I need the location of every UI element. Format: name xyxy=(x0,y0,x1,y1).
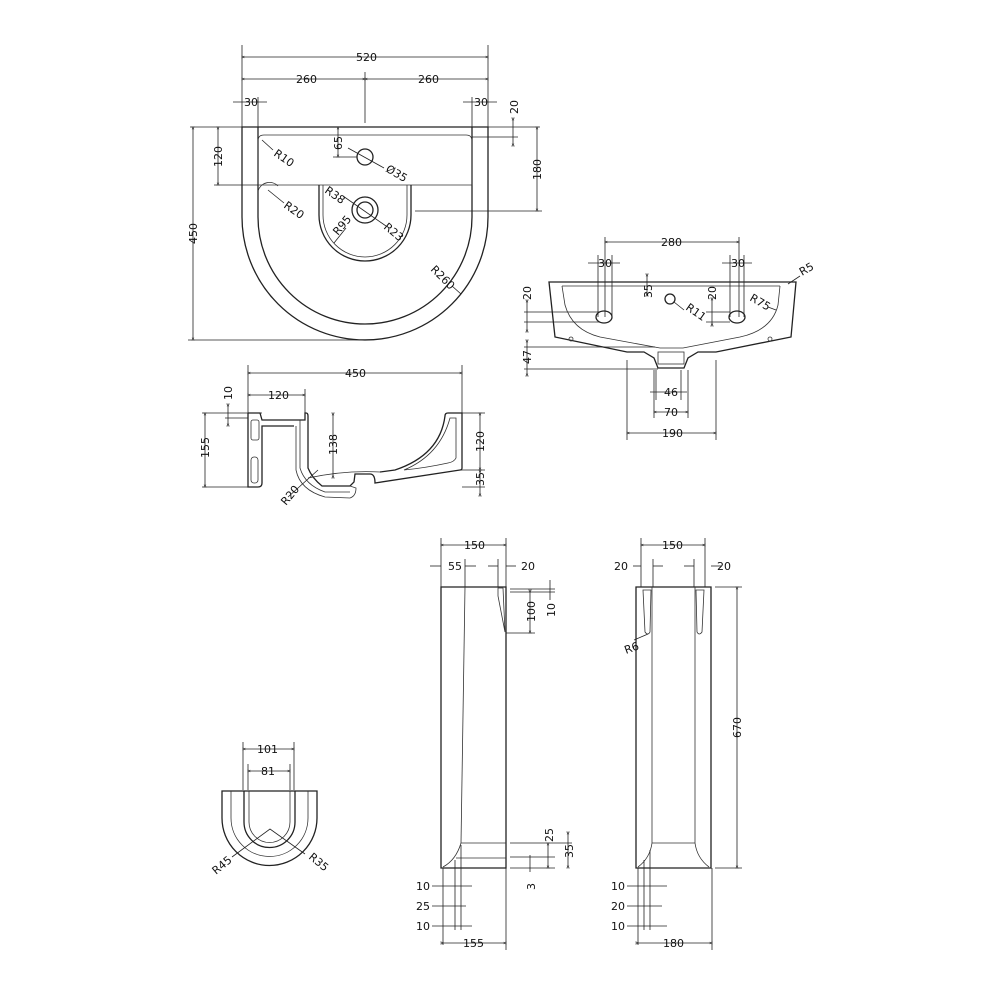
dim-150: 150 xyxy=(464,539,485,552)
waste-outer xyxy=(351,196,379,224)
dim-520: 520 xyxy=(356,51,377,64)
dim-r5: R5 xyxy=(797,260,816,279)
pedestal-plan-outline xyxy=(221,790,318,867)
dim-r38: R38 xyxy=(322,184,347,207)
dim-30-left: 30 xyxy=(598,257,612,270)
dim-65: 65 xyxy=(332,136,345,150)
dim-46: 46 xyxy=(664,386,678,399)
dim-bottom-20: 20 xyxy=(611,900,625,913)
dim-120-right: 120 xyxy=(474,431,487,452)
dim-r20: R20 xyxy=(281,199,306,222)
dim-r10: R10 xyxy=(271,147,296,170)
dim-20-left: 20 xyxy=(521,286,534,300)
dim-81: 81 xyxy=(261,765,275,778)
dim-101: 101 xyxy=(257,743,278,756)
dim-bottom-10-b: 10 xyxy=(416,920,430,933)
basin-top-view: 520 260 260 30 30 20 180 120 450 65 R10 … xyxy=(187,45,544,341)
dim-180: 180 xyxy=(531,159,544,180)
dim-r6: R6 xyxy=(623,640,641,657)
dim-260-left: 260 xyxy=(296,73,317,86)
dim-25: 25 xyxy=(543,828,556,842)
basin-shelf xyxy=(257,134,473,186)
dim-bottom-10-a: 10 xyxy=(416,880,430,893)
bowl-outline xyxy=(318,185,412,262)
dim-20-right: 20 xyxy=(706,286,719,300)
dim-35: 35 xyxy=(563,844,576,858)
dim-20: 20 xyxy=(508,100,521,114)
basin-front-view: 280 30 30 R5 35 R11 20 20 R75 47 46 70 1… xyxy=(521,236,816,440)
dim-30-right: 30 xyxy=(474,96,488,109)
dim-47: 47 xyxy=(521,350,534,364)
pedestal-front-view: 150 20 20 R6 670 10 20 10 180 xyxy=(611,538,744,950)
dim-3: 3 xyxy=(525,883,538,890)
dim-260-right: 260 xyxy=(418,73,439,86)
dim-bottom-25: 25 xyxy=(416,900,430,913)
pedestal-side-outline xyxy=(440,586,507,869)
dim-120: 120 xyxy=(212,146,225,167)
dim-10: 10 xyxy=(545,603,558,617)
basin-inner-rim xyxy=(257,127,473,325)
dim-30-right: 30 xyxy=(731,257,745,270)
dim-10: 10 xyxy=(222,386,235,400)
dim-180: 180 xyxy=(663,937,684,950)
tap-hole-front xyxy=(664,293,676,305)
dim-r11: R11 xyxy=(683,301,708,324)
dim-100: 100 xyxy=(525,601,538,622)
dim-280: 280 xyxy=(661,236,682,249)
pedestal-side-view: 150 55 20 100 10 25 35 3 10 25 10 155 xyxy=(416,538,576,950)
pedestal-front-outline xyxy=(635,586,712,869)
dim-70: 70 xyxy=(664,406,678,419)
basin-outline xyxy=(241,126,489,341)
dim-155: 155 xyxy=(199,437,212,458)
dim-35: 35 xyxy=(474,472,487,486)
pedestal-plan-view: 101 81 R45 R35 xyxy=(210,742,331,877)
dim-120-top: 120 xyxy=(268,389,289,402)
dim-20-right: 20 xyxy=(717,560,731,573)
dim-190: 190 xyxy=(662,427,683,440)
dimension-labels: 520 260 260 30 30 20 180 120 450 65 R10 … xyxy=(187,51,544,292)
dim-20-left: 20 xyxy=(614,560,628,573)
dim-138: 138 xyxy=(327,434,340,455)
dim-bottom-10-b: 10 xyxy=(611,920,625,933)
dim-55: 55 xyxy=(448,560,462,573)
dim-450: 450 xyxy=(187,223,200,244)
dim-r23: R23 xyxy=(381,220,406,244)
front-outline xyxy=(548,281,797,369)
dim-670: 670 xyxy=(731,717,744,738)
dim-r260: R260 xyxy=(428,263,457,292)
dim-r45: R45 xyxy=(210,853,235,877)
dim-150: 150 xyxy=(662,539,683,552)
dim-r20: R20 xyxy=(278,483,302,508)
dim-30-left: 30 xyxy=(244,96,258,109)
dim-r95: R95 xyxy=(330,213,354,238)
dim-d35: Ø35 xyxy=(384,162,410,185)
dim-r75: R75 xyxy=(748,291,773,313)
dim-35: 35 xyxy=(642,284,655,298)
waste-inner xyxy=(356,201,374,219)
dim-r35: R35 xyxy=(306,850,331,874)
dim-450: 450 xyxy=(345,367,366,380)
side-outline xyxy=(248,412,463,487)
dim-155: 155 xyxy=(463,937,484,950)
dim-20: 20 xyxy=(521,560,535,573)
basin-side-view: 450 120 10 155 138 120 35 R20 xyxy=(199,365,487,508)
dim-bottom-10-a: 10 xyxy=(611,880,625,893)
